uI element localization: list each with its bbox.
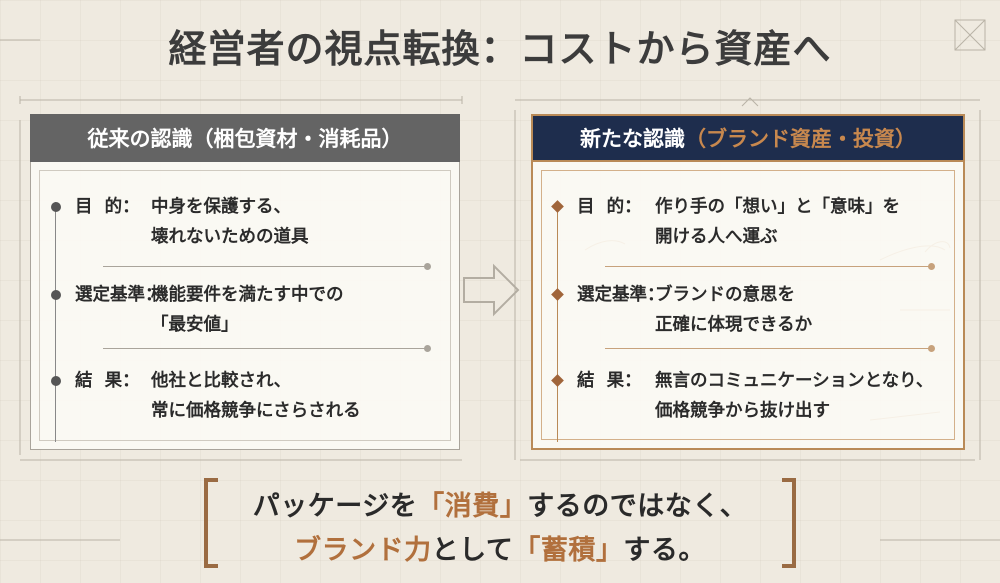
- new-view-header: 新たな認識（ブランド資産・投資）: [531, 114, 965, 162]
- result-line-2: 常に価格競争にさらされる: [151, 401, 361, 421]
- key-message: パッケージを「消費」するのではなく、 ブランド力として「蓄積」する。: [200, 474, 800, 572]
- traditional-view-panel: 従来の認識（梱包資材・消耗品） 目 的： 中身を保護する、 壊れないための道具 …: [30, 114, 460, 450]
- purpose-label: 目 的：: [577, 197, 642, 217]
- purpose-line-1: 作り手の「想い」と「意味」を: [655, 197, 900, 217]
- new-view-body: 目 的： 作り手の「想い」と「意味」を 開ける人へ運ぶ 選定基準： ブランドの意…: [531, 162, 965, 450]
- transition-arrow-icon: [463, 263, 520, 317]
- criteria-label: 選定基準：: [577, 285, 665, 305]
- message-text: として: [431, 535, 514, 566]
- divider: [605, 263, 935, 270]
- divider: [605, 345, 935, 352]
- criteria-label: 選定基準：: [75, 285, 163, 305]
- bracket-frame-icon: [204, 478, 796, 568]
- new-view-header-main: 新たな認識: [580, 127, 685, 151]
- message-text: パッケージを: [252, 491, 418, 522]
- result-line-1: 他社と比較され、: [151, 371, 292, 391]
- page-title: 経営者の視点転換：コストから資産へ: [168, 27, 832, 71]
- key-message-line-2: ブランド力として「蓄積」する。: [200, 528, 800, 567]
- new-view-header-accent: （ブランド資産・投資）: [685, 127, 916, 151]
- divider: [103, 263, 431, 270]
- inner-frame: [541, 170, 955, 440]
- message-accent-accumulate: 「蓄積」: [513, 535, 624, 566]
- inner-frame: [39, 170, 451, 441]
- message-accent-brand-power: ブランド力: [294, 535, 432, 566]
- purpose-line-2: 開ける人へ運ぶ: [655, 227, 778, 247]
- criteria-line-2: 「最安値」: [151, 315, 239, 335]
- divider: [103, 345, 431, 352]
- bullet-dot-icon: [51, 202, 61, 212]
- message-accent-consume: 「消費」: [417, 491, 528, 522]
- traditional-view-body: 目 的： 中身を保護する、 壊れないための道具 選定基準： 機能要件を満たす中で…: [30, 162, 460, 450]
- traditional-view-header: 従来の認識（梱包資材・消耗品）: [30, 114, 460, 162]
- bullet-dot-icon: [51, 290, 61, 300]
- message-text: する。: [623, 535, 706, 566]
- purpose-line-1: 中身を保護する、: [151, 197, 291, 217]
- result-label: 結 果：: [577, 371, 642, 391]
- result-line-1: 無言のコミュニケーションとなり、: [655, 371, 934, 391]
- message-text: するのではなく、: [527, 491, 748, 522]
- result-line-2: 価格競争から抜け出す: [655, 401, 830, 421]
- purpose-line-2: 壊れないための道具: [151, 227, 309, 247]
- bullet-connector-line: [557, 202, 558, 442]
- key-message-line-1: パッケージを「消費」するのではなく、: [200, 484, 800, 523]
- purpose-label: 目 的：: [75, 197, 140, 217]
- criteria-line-1: ブランドの意思を: [655, 285, 795, 305]
- new-view-panel: 新たな認識（ブランド資産・投資） 目 的： 作り手の「想い」と「意味」を 開ける…: [531, 114, 965, 450]
- bullet-dot-icon: [51, 376, 61, 386]
- criteria-line-2: 正確に体現できるか: [655, 315, 813, 335]
- bullet-connector-line: [55, 202, 56, 442]
- criteria-line-1: 機能要件を満たす中での: [151, 285, 344, 305]
- result-label: 結 果：: [75, 371, 140, 391]
